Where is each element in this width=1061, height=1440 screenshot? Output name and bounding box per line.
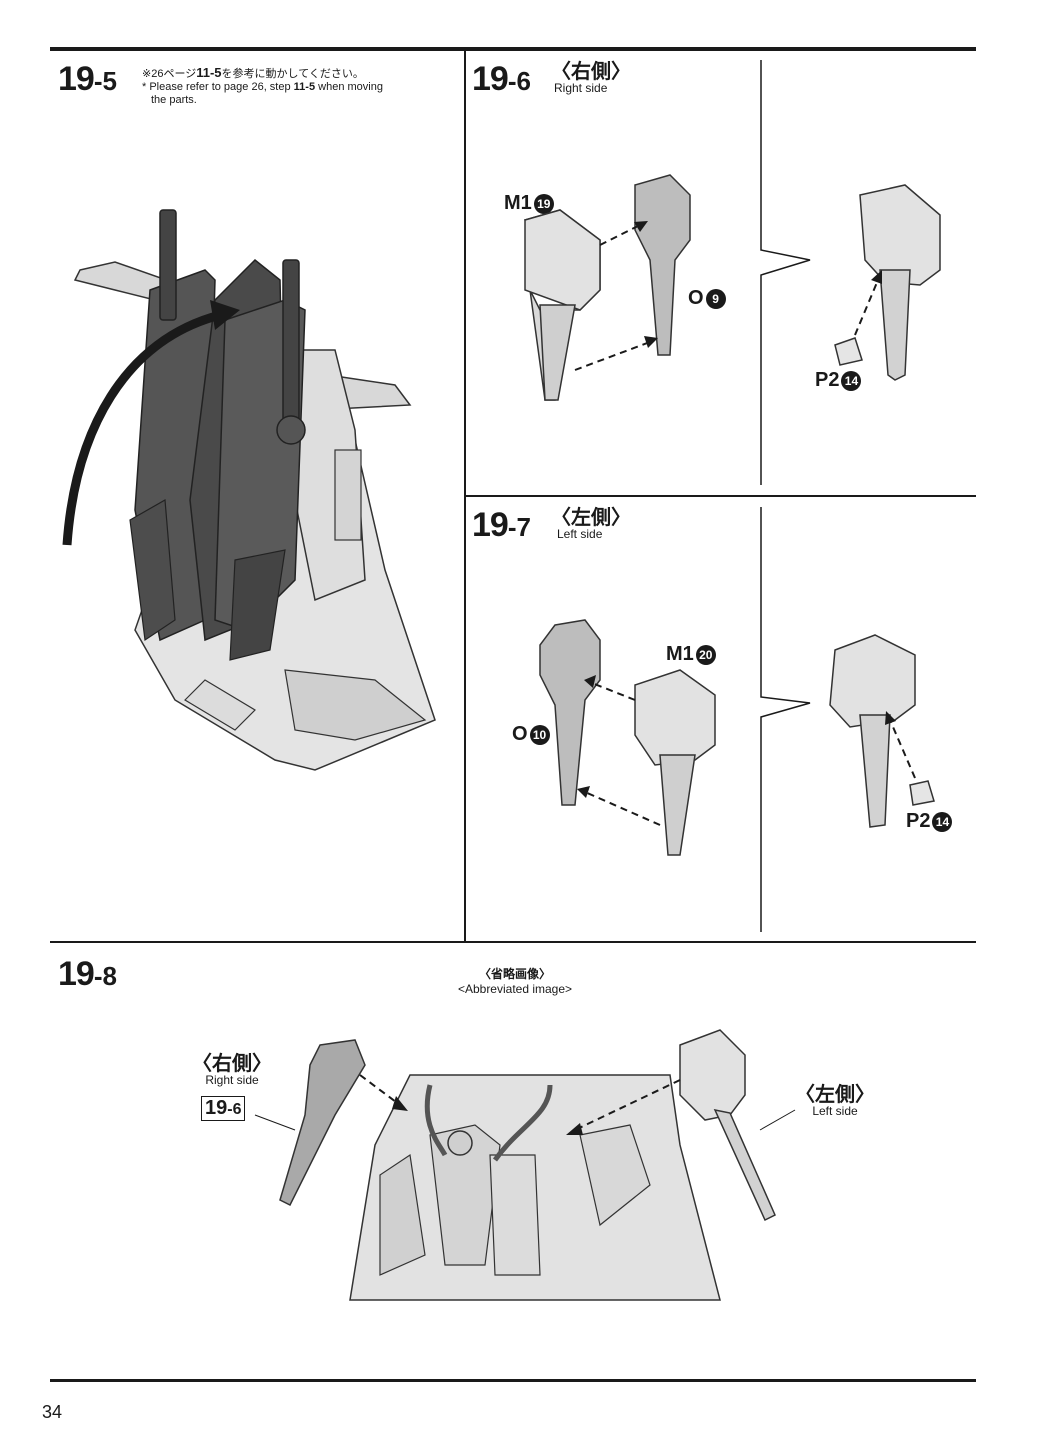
step-19-6-zigzag-divider (760, 60, 811, 485)
part-letter: P2 (906, 810, 931, 832)
section-divider (50, 941, 976, 943)
right-mid-divider (464, 495, 976, 497)
abbreviated-image-label: 〈省略画像〉 <Abbreviated image> (420, 965, 610, 996)
page-number: 34 (42, 1402, 63, 1422)
step-19-6-side-label: 〈右側〉 Right side (551, 62, 631, 95)
top-center-divider (464, 51, 466, 942)
abbrev-jp: 〈省略画像〉 (478, 967, 551, 981)
part-letter: O (512, 723, 528, 745)
note-jp: ※26ページ11-5を参考に動かしてください。 (142, 66, 452, 81)
side-jp: 〈右側〉 (192, 1053, 272, 1075)
part-letter: O (688, 287, 704, 309)
step-19-5-note: ※26ページ11-5を参考に動かしてください。 * Please refer t… (142, 66, 452, 107)
note-en-step: 11-5 (293, 81, 316, 93)
step-sub-number: -7 (507, 512, 531, 542)
step-19-7-illustration (539, 619, 935, 856)
step-19-8-right-side-label: 〈右側〉 Right side (192, 1054, 272, 1087)
part-number-badge: 20 (695, 644, 716, 665)
step-main-number: 19 (58, 955, 95, 993)
ref-main: 19 (205, 1097, 228, 1119)
step-19-7-zigzag-divider (760, 507, 811, 932)
side-jp: 〈左側〉 (551, 507, 631, 529)
step-19-5-number: 19-5 (58, 62, 117, 96)
part-letter: P2 (815, 369, 840, 391)
part-number-badge: 10 (529, 724, 550, 745)
part-number-badge: 9 (705, 288, 726, 309)
side-en: Right side (554, 81, 608, 95)
part-letter: M1 (504, 192, 532, 214)
part-number-badge: 19 (533, 193, 554, 214)
step-19-8-number: 19-8 (58, 957, 117, 991)
step-sub-number: -6 (507, 66, 531, 96)
step-19-8-left-side-label: 〈左側〉 Left side (795, 1085, 875, 1118)
step-19-6-number: 19-6 (472, 62, 531, 96)
side-en: Right side (205, 1073, 259, 1087)
step-reference-19-6: 19-6 (201, 1096, 246, 1121)
note-en-line-2: the parts. (151, 94, 197, 106)
top-rule (50, 47, 976, 51)
step-sub-number: -8 (93, 961, 117, 991)
side-jp: 〈右側〉 (551, 61, 631, 83)
note-jp-step: 11-5 (196, 65, 222, 80)
part-letter: M1 (666, 643, 694, 665)
bottom-rule (50, 1379, 976, 1382)
step-main-number: 19 (472, 506, 509, 544)
step-19-8-illustration (254, 1029, 796, 1301)
step-main-number: 19 (472, 60, 509, 98)
mecha-back-illustration (62, 209, 436, 771)
note-en-1a: * Please refer to page 26, step (142, 81, 294, 93)
step-19-7-side-label: 〈左側〉 Left side (551, 508, 631, 541)
note-jp-prefix: ※26ページ (142, 68, 197, 80)
part-number-badge: 14 (932, 811, 953, 832)
side-jp: 〈左側〉 (795, 1084, 875, 1106)
note-en-1c: when moving (315, 81, 383, 93)
step-19-7-number: 19-7 (472, 508, 531, 542)
abbrev-en: <Abbreviated image> (457, 982, 573, 996)
note-jp-suffix: を参考に動かしてください。 (221, 68, 364, 80)
ref-sub: -6 (227, 1101, 242, 1118)
step-sub-number: -5 (93, 66, 117, 96)
step-main-number: 19 (58, 60, 95, 98)
side-en: Left side (557, 527, 603, 541)
side-en: Left side (812, 1104, 858, 1118)
note-en-line-1: * Please refer to page 26, step 11-5 whe… (142, 81, 452, 94)
step-19-6-illustration (523, 174, 941, 401)
part-number-badge: 14 (841, 370, 862, 391)
